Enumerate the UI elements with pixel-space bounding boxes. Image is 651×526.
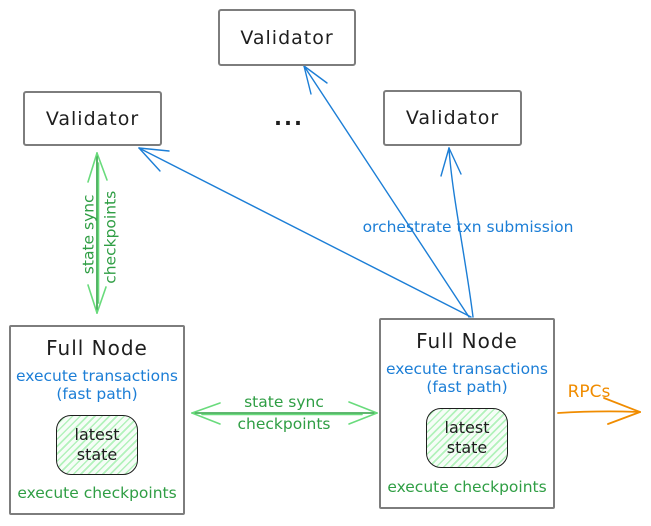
validator-box-top: Validator: [218, 9, 356, 66]
rpcs-label: RPCs: [567, 382, 611, 402]
state-sync-vertical-label-2: checkpoints: [101, 190, 120, 284]
full-node-title: Full Node: [46, 336, 148, 360]
arrow-state-sync-vertical: [87, 152, 108, 314]
validator-box-right: Validator: [383, 90, 522, 146]
arrow-state-sync-horizontal: [191, 401, 378, 425]
latest-state-line2: state: [446, 437, 488, 457]
fast-path-line: (fast path): [56, 385, 138, 404]
validators-ellipsis: ...: [274, 106, 304, 130]
full-node-box-right: Full Node execute transactions (fast pat…: [379, 318, 555, 509]
latest-state-line2: state: [76, 444, 118, 464]
validator-label: Validator: [45, 107, 140, 130]
arrow-orchestrate-to-left-validator: [138, 147, 472, 318]
latest-state-box: latest state: [426, 407, 508, 468]
arrow-rpcs: [557, 397, 641, 425]
state-sync-vertical-label-1: state sync: [79, 194, 98, 275]
state-sync-horizontal-label-2: checkpoints: [237, 415, 331, 433]
validator-box-left: Validator: [23, 91, 162, 146]
execute-transactions-line1: execute transactions: [15, 367, 179, 385]
latest-state-line1: latest: [74, 424, 120, 444]
full-node-title: Full Node: [416, 329, 518, 353]
latest-state-line1: latest: [444, 417, 490, 437]
orchestrate-txn-submission-label: orchestrate txn submission: [362, 218, 574, 236]
arrow-orchestrate-to-right-validator: [440, 147, 474, 318]
validator-label: Validator: [240, 26, 334, 49]
execute-checkpoints-label: execute checkpoints: [17, 484, 177, 502]
validator-label: Validator: [405, 107, 500, 129]
arrow-orchestrate-to-top-validator: [303, 65, 470, 318]
full-node-box-left: Full Node execute transactions (fast pat…: [9, 325, 185, 515]
execute-transactions-line1: execute transactions: [385, 360, 549, 378]
fast-path-line: (fast path): [426, 378, 508, 397]
state-sync-horizontal-label-1: state sync: [244, 393, 324, 411]
execute-transactions-label: execute transactions (fast path): [386, 360, 548, 397]
execute-checkpoints-label: execute checkpoints: [387, 478, 547, 496]
execute-transactions-label: execute transactions (fast path): [16, 367, 178, 404]
latest-state-box: latest state: [56, 414, 138, 475]
